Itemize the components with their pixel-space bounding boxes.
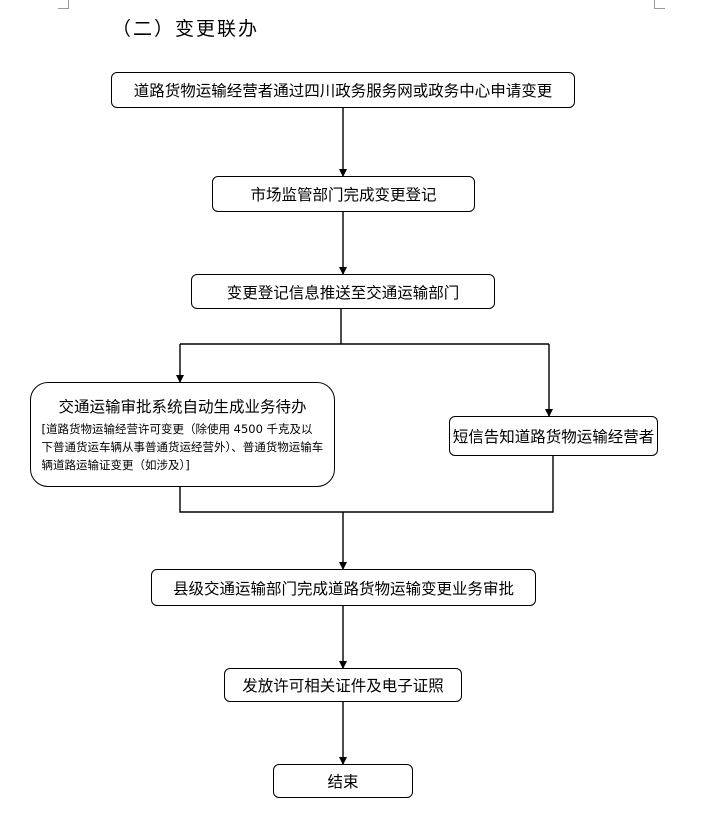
- section-heading: （二）变更联办: [112, 18, 260, 40]
- step-auto-generate-box: 交通运输审批系统自动生成业务待办 [道路货物运输经营许可变更（除使用 4500 …: [30, 382, 335, 487]
- step-county-review-box: 县级交通运输部门完成道路货物运输变更业务审批: [151, 569, 536, 606]
- auto-generate-title: 交通运输审批系统自动生成业务待办: [58, 398, 307, 416]
- page-corner-mark-left: [58, 0, 69, 9]
- line-auto-to-merge: [179, 487, 343, 513]
- step-sms-box: 短信告知道路货物运输经营者: [449, 416, 658, 456]
- step-register-box: 市场监管部门完成变更登记: [212, 176, 475, 212]
- step-end-box: 结束: [273, 764, 413, 798]
- page-corner-mark-right: [654, 0, 665, 9]
- step-apply-box: 道路货物运输经营者通过四川政务服务网或政务中心申请变更: [111, 72, 575, 108]
- auto-generate-detail: [道路货物运输经营许可变更（除使用 4500 千克及以下普通货运车辆从事普通货运…: [41, 422, 324, 472]
- line-sms-to-merge: [343, 456, 554, 513]
- step-push-box: 变更登记信息推送至交通运输部门: [191, 274, 495, 309]
- step-issue-box: 发放许可相关证件及电子证照: [224, 668, 462, 702]
